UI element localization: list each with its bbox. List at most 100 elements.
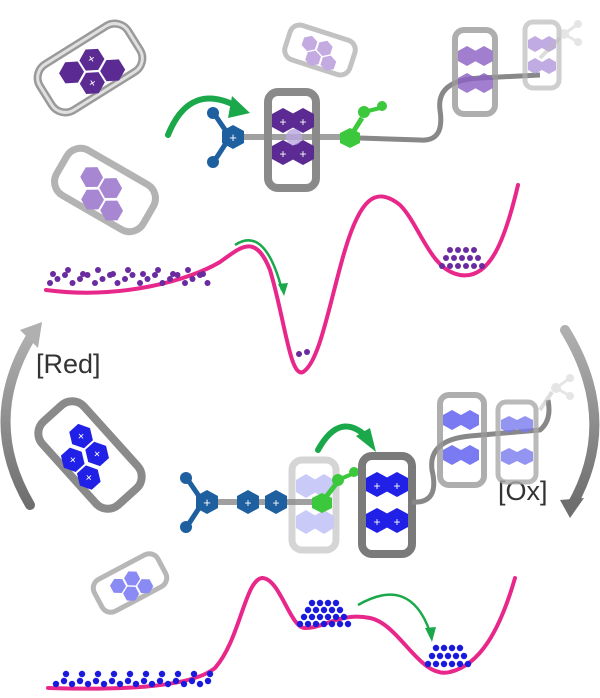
energy-landscape-top bbox=[44, 183, 520, 375]
particle bbox=[479, 263, 485, 269]
svg-text:+: + bbox=[229, 130, 237, 145]
svg-text:+: + bbox=[393, 515, 400, 529]
particle bbox=[129, 272, 136, 278]
particle bbox=[204, 677, 212, 685]
particle bbox=[432, 644, 440, 652]
particle bbox=[436, 652, 444, 660]
particle bbox=[340, 613, 348, 621]
particle bbox=[100, 680, 108, 688]
particle bbox=[447, 263, 453, 269]
particle bbox=[132, 680, 140, 688]
particle bbox=[316, 613, 324, 621]
particle bbox=[110, 271, 116, 277]
particle bbox=[344, 620, 352, 628]
particle bbox=[152, 272, 158, 278]
particle bbox=[122, 276, 128, 282]
particle bbox=[52, 680, 60, 688]
particle bbox=[312, 620, 320, 628]
free-ring-bottom-small bbox=[90, 551, 170, 615]
svg-text:+: + bbox=[244, 496, 251, 510]
free-ring-bottom-left: + + + + bbox=[34, 397, 146, 513]
particle bbox=[206, 670, 214, 678]
particle bbox=[80, 271, 86, 277]
particle bbox=[424, 660, 432, 668]
particle bbox=[336, 620, 344, 628]
particle bbox=[68, 680, 76, 688]
particle bbox=[116, 680, 124, 688]
particle bbox=[69, 280, 76, 286]
particle bbox=[320, 620, 328, 628]
particle bbox=[471, 263, 477, 269]
reduced-particles-left bbox=[47, 267, 211, 286]
particle bbox=[336, 606, 344, 614]
svg-text:+: + bbox=[373, 515, 380, 529]
particle bbox=[332, 599, 340, 607]
oxidized-state-panel: + + + + + + + bbox=[34, 374, 574, 691]
particle bbox=[126, 670, 134, 678]
svg-text:+: + bbox=[279, 147, 286, 161]
particle bbox=[304, 620, 312, 628]
particle bbox=[300, 613, 308, 621]
threaded-ring-top: + + + + bbox=[264, 88, 320, 192]
particle bbox=[432, 660, 440, 668]
particle bbox=[158, 670, 166, 678]
particle bbox=[62, 670, 70, 678]
particle bbox=[444, 652, 452, 660]
reduced-particles-right-well bbox=[439, 247, 485, 269]
particle bbox=[50, 271, 56, 277]
particle bbox=[443, 255, 449, 261]
particle bbox=[455, 263, 461, 269]
threaded-ring-bottom: + + + + bbox=[358, 452, 416, 558]
transfer-arrowhead-bottom bbox=[425, 627, 436, 642]
svg-text:+: + bbox=[393, 479, 400, 493]
collecting-chain-top bbox=[359, 72, 541, 143]
particle bbox=[439, 263, 445, 269]
particle bbox=[304, 606, 312, 614]
particle bbox=[324, 599, 332, 607]
green-stopper-bottom bbox=[312, 467, 359, 513]
dethreading-arrowhead bbox=[356, 428, 376, 452]
free-ring-mid-left bbox=[51, 144, 159, 236]
particle bbox=[125, 267, 131, 273]
particle bbox=[174, 272, 181, 278]
particle bbox=[312, 606, 320, 614]
particle bbox=[456, 660, 464, 668]
particle bbox=[459, 255, 465, 261]
particle bbox=[65, 267, 71, 273]
particle bbox=[428, 652, 436, 660]
transfer-arrow-bottom bbox=[357, 593, 432, 633]
particle bbox=[463, 263, 469, 269]
faded-stopper-bottom bbox=[538, 374, 574, 412]
particle bbox=[94, 670, 102, 678]
svg-text:+: + bbox=[373, 479, 380, 493]
oxidized-particles-right-well bbox=[424, 644, 472, 668]
particle bbox=[167, 276, 173, 282]
particle bbox=[185, 267, 191, 273]
particle bbox=[440, 660, 448, 668]
particle bbox=[140, 677, 148, 685]
particle bbox=[144, 276, 151, 282]
particle bbox=[156, 677, 164, 685]
particle bbox=[463, 247, 469, 253]
faded-stopper-top bbox=[538, 20, 582, 60]
particle bbox=[188, 677, 196, 685]
particle bbox=[84, 272, 91, 278]
particle bbox=[124, 677, 132, 685]
particle bbox=[172, 677, 180, 685]
particle bbox=[62, 272, 68, 278]
oxidized-particles-left bbox=[52, 670, 214, 688]
particle bbox=[328, 620, 336, 628]
particle bbox=[440, 644, 448, 652]
particle bbox=[451, 255, 457, 261]
particle bbox=[174, 670, 182, 678]
svg-text:+: + bbox=[299, 115, 306, 129]
particle bbox=[78, 670, 86, 678]
particle bbox=[140, 271, 146, 277]
particle bbox=[196, 680, 204, 688]
particle bbox=[148, 680, 156, 688]
oxidized-particles-middle-well bbox=[296, 599, 352, 628]
particle bbox=[190, 670, 198, 678]
particle bbox=[182, 280, 188, 286]
ring-threading-arrowhead bbox=[228, 96, 250, 118]
